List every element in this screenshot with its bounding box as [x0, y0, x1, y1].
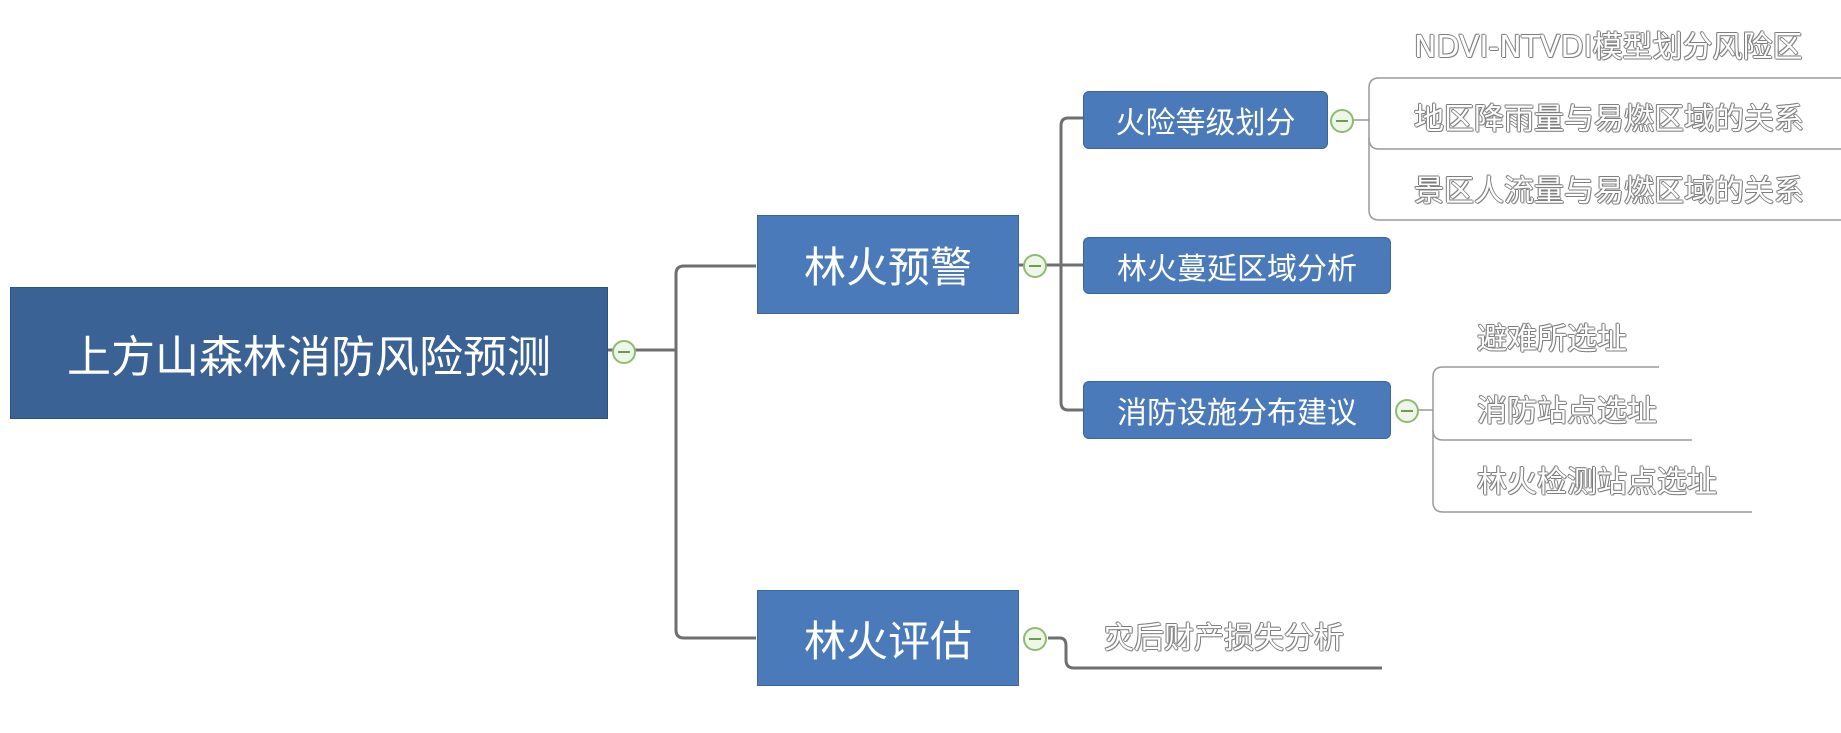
sub-node-label: 消防设施分布建议: [1117, 396, 1357, 431]
branch-node-forest-fire-warning[interactable]: 林火预警: [757, 215, 1019, 314]
collapse-facility-icon[interactable]: [1395, 399, 1419, 423]
leaf-fire-station-siting[interactable]: 消防站点选址: [1477, 394, 1657, 429]
connector-risk-leaf-mid: [1368, 137, 1841, 150]
collapse-risk-grading-icon[interactable]: [1330, 109, 1354, 133]
leaf-ndvi-ntvdi-model[interactable]: NDVI-NTVDI模型划分风险区: [1414, 30, 1803, 65]
connector-risk-leaves: [1368, 77, 1841, 221]
connector-assessment-leaf: [1048, 636, 1382, 670]
branch-node-label: 林火评估: [803, 616, 972, 666]
collapse-root-icon[interactable]: [612, 340, 636, 364]
leaf-post-disaster-loss[interactable]: 灾后财产损失分析: [1104, 621, 1344, 656]
leaf-visitor-flow-relation[interactable]: 景区人流量与易燃区域的关系: [1414, 174, 1804, 209]
sub-node-label: 林火蔓延区域分析: [1117, 251, 1357, 287]
leaf-rainfall-relation[interactable]: 地区降雨量与易燃区域的关系: [1414, 102, 1804, 137]
connector-root-branches: [674, 264, 756, 640]
sub-node-label: 火险等级划分: [1115, 106, 1296, 141]
leaf-fire-monitoring-siting[interactable]: 林火检测站点选址: [1477, 465, 1717, 500]
collapse-assessment-icon[interactable]: [1023, 627, 1047, 651]
connector-facility-leaf-mid: [1432, 429, 1692, 441]
sub-node-fire-spread-analysis[interactable]: 林火蔓延区域分析: [1083, 237, 1391, 294]
branch-node-forest-fire-assessment[interactable]: 林火评估: [757, 590, 1019, 686]
branch-node-label: 林火预警: [803, 243, 972, 292]
connector-facility-leaves: [1432, 366, 1752, 513]
root-node[interactable]: 上方山森林消防风险预测: [10, 287, 608, 419]
collapse-warning-icon[interactable]: [1023, 254, 1047, 278]
sub-node-fire-risk-grading[interactable]: 火险等级划分: [1083, 91, 1328, 149]
sub-node-facility-distribution[interactable]: 消防设施分布建议: [1083, 381, 1391, 439]
root-node-label: 上方山森林消防风险预测: [67, 332, 551, 383]
leaf-shelter-siting[interactable]: 避难所选址: [1477, 322, 1627, 357]
